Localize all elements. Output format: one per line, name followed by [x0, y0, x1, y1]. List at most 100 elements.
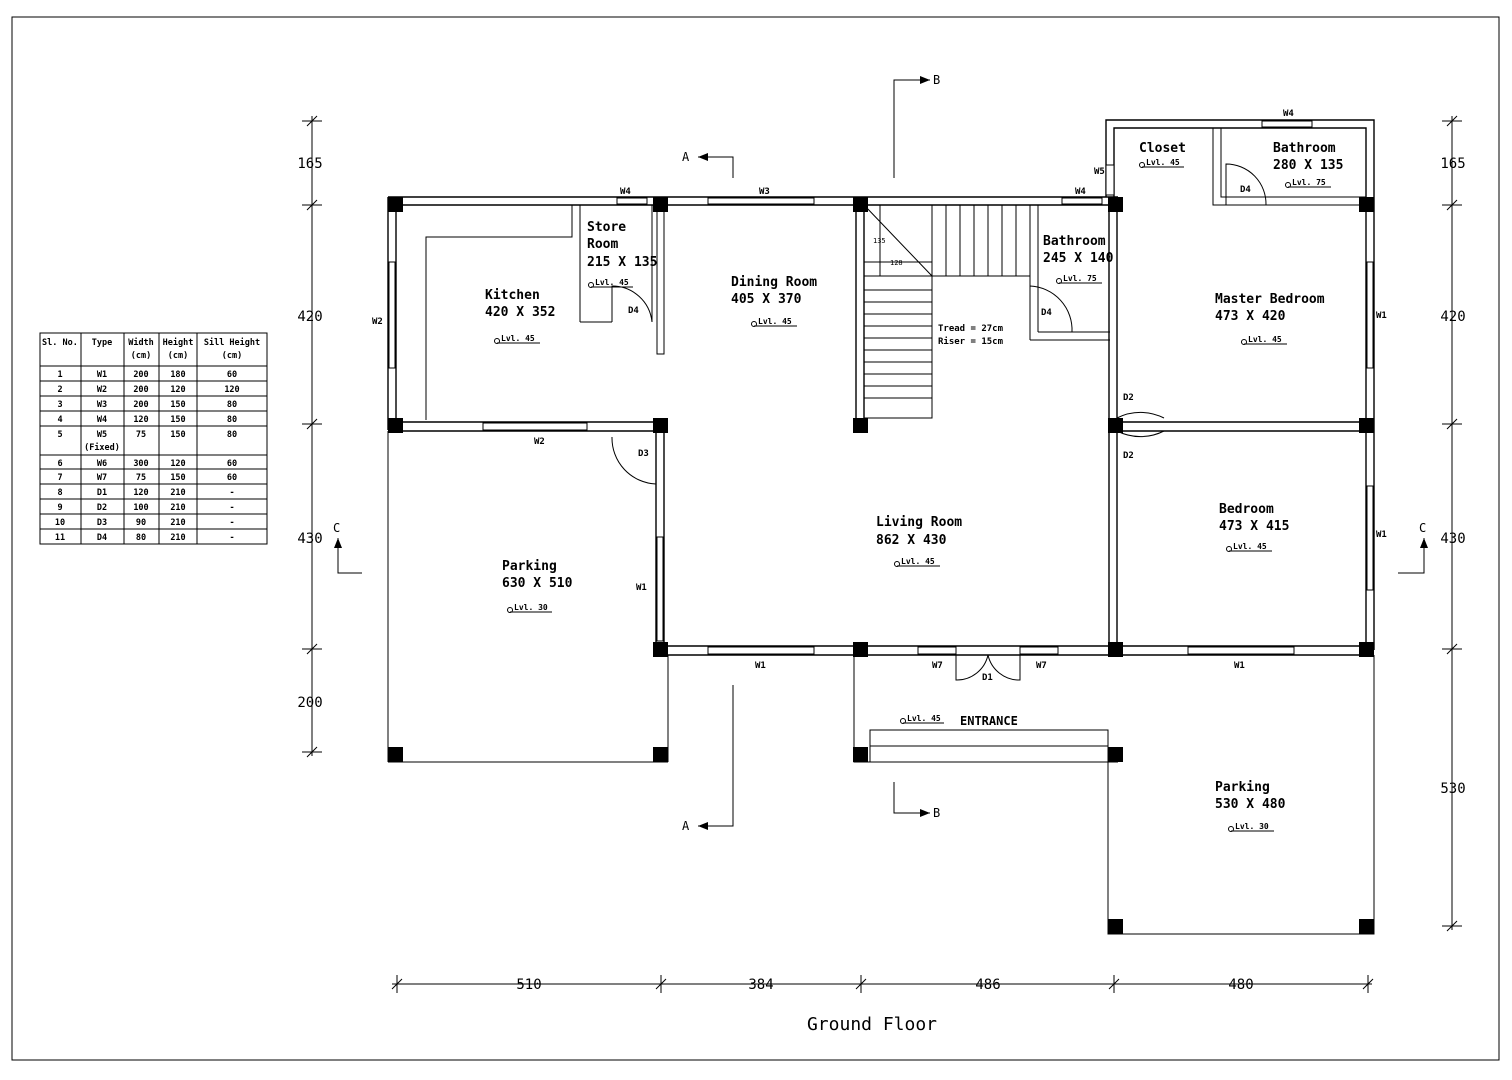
- tag-d3: D3: [638, 449, 649, 459]
- tag-w1-a: W1: [636, 583, 647, 593]
- opening-tags: W4 W3 W4 W5 W4 W2 W2 W1 W1 W1 W1 W1 W7 W…: [372, 109, 1387, 683]
- kitchen-level: Lvl. 45: [501, 334, 535, 343]
- sched-cell: 80: [136, 533, 146, 543]
- section-markers: A A B B C C: [333, 73, 1428, 833]
- sched-cell: -: [229, 488, 234, 498]
- tag-d4-b: D4: [1041, 308, 1052, 318]
- section-c-left: C: [333, 521, 340, 535]
- store-name-2: Room: [587, 237, 618, 252]
- sched-cell: 120: [170, 459, 185, 469]
- sched-cell: 6: [57, 459, 62, 469]
- sched-cell: 180: [170, 370, 185, 380]
- dim-left-4: 200: [297, 695, 322, 711]
- living-size: 862 X 430: [876, 533, 947, 548]
- master-level: Lvl. 45: [1248, 335, 1282, 344]
- kitchen-name: Kitchen: [485, 288, 540, 303]
- windows: [388, 120, 1374, 655]
- parking1-size: 630 X 510: [502, 576, 573, 591]
- dimension-bottom: 510 384 486 480: [391, 975, 1374, 993]
- dining-name: Dining Room: [731, 275, 817, 290]
- sched-cell: 150: [170, 430, 185, 440]
- tag-w1-c: W1: [1234, 661, 1245, 671]
- sched-cell: 150: [170, 400, 185, 410]
- sched-cell: 75: [136, 430, 146, 440]
- stair-dim-a: 135: [873, 237, 886, 245]
- sched-cell: -: [229, 533, 234, 543]
- sched-cell: W2: [97, 385, 107, 395]
- sched-cell: D2: [97, 503, 107, 513]
- tag-w1-e: W1: [1376, 530, 1387, 540]
- dim-left-3: 430: [297, 531, 322, 547]
- sched-cell: 200: [133, 385, 148, 395]
- section-a-bottom: A: [682, 819, 690, 833]
- sched-cell: 60: [227, 370, 237, 380]
- tag-d4-a: D4: [628, 306, 639, 316]
- sched-cell: 75: [136, 473, 146, 483]
- sched-cell: -: [229, 503, 234, 513]
- dim-right-3: 430: [1440, 531, 1465, 547]
- sched-cell: W4: [97, 415, 107, 425]
- tag-w4-b: W4: [1075, 187, 1086, 197]
- sched-cell: W6: [97, 459, 107, 469]
- living-level: Lvl. 45: [901, 557, 935, 566]
- sched-cell: 3: [57, 400, 62, 410]
- staircase: [863, 204, 1030, 419]
- room-labels: Kitchen 420 X 352 Lvl. 45 Store Room 215…: [485, 141, 1343, 832]
- dim-left-1: 165: [297, 156, 322, 172]
- columns: [388, 197, 1374, 934]
- bath1-level: Lvl. 75: [1063, 274, 1097, 283]
- bath1-size: 245 X 140: [1043, 251, 1114, 266]
- sched-cell: 7: [57, 473, 62, 483]
- dining-size: 405 X 370: [731, 292, 802, 307]
- sched-cell-note: (Fixed): [84, 442, 120, 453]
- stair-dim-b: 128: [890, 259, 903, 267]
- dimension-left: 165 420 430 200: [297, 115, 323, 758]
- tag-w7-a: W7: [932, 661, 943, 671]
- tag-w4-a: W4: [620, 187, 631, 197]
- sched-cell: 10: [55, 518, 65, 528]
- opening-schedule-table: Sl. No. Type Width (cm) Height (cm) Sill…: [39, 332, 268, 545]
- parking1-name: Parking: [502, 559, 557, 574]
- sched-cell: W7: [97, 473, 107, 483]
- parking1-level: Lvl. 30: [514, 603, 548, 612]
- tag-d2-a: D2: [1123, 393, 1134, 403]
- dim-right-4: 530: [1440, 781, 1465, 797]
- bedroom-name: Bedroom: [1219, 502, 1274, 517]
- closet-level: Lvl. 45: [1146, 158, 1180, 167]
- sched-cell: 9: [57, 503, 62, 513]
- dim-right-2: 420: [1440, 309, 1465, 325]
- kitchen-size: 420 X 352: [485, 305, 555, 320]
- sched-cell: 120: [170, 385, 185, 395]
- tag-w2-b: W2: [534, 437, 545, 447]
- sched-h-height-unit: (cm): [168, 351, 188, 361]
- bath2-level: Lvl. 75: [1292, 178, 1326, 187]
- dim-right-1: 165: [1440, 156, 1465, 172]
- sched-cell: W3: [97, 400, 107, 410]
- stair-tread: Tread = 27cm: [938, 324, 1004, 334]
- bedroom-size: 473 X 415: [1219, 519, 1289, 534]
- sched-cell: D4: [97, 533, 107, 543]
- sched-cell: 5: [57, 430, 62, 440]
- sched-cell: 100: [133, 503, 148, 513]
- store-name: Store: [587, 220, 626, 235]
- sched-cell: 80: [227, 415, 237, 425]
- sched-cell: -: [229, 518, 234, 528]
- sched-h-slno: Sl. No.: [42, 338, 78, 348]
- bath1-name: Bathroom: [1043, 234, 1106, 249]
- master-size: 473 X 420: [1215, 309, 1286, 324]
- sched-h-width: Width: [128, 337, 154, 348]
- sched-cell: 210: [170, 488, 185, 498]
- sched-cell: 210: [170, 533, 185, 543]
- sched-cell: 210: [170, 518, 185, 528]
- sched-h-type: Type: [92, 338, 112, 348]
- sched-cell: D3: [97, 518, 107, 528]
- sched-cell: 150: [170, 473, 185, 483]
- sched-cell: 200: [133, 370, 148, 380]
- drawing-title: Ground Floor: [807, 1014, 937, 1035]
- tag-w5: W5: [1094, 167, 1105, 177]
- sched-h-sill: Sill Height: [204, 337, 260, 348]
- section-b-bottom: B: [933, 806, 940, 820]
- sched-cell: 60: [227, 473, 237, 483]
- dimension-right: 165 420 430 530: [1440, 115, 1466, 932]
- parking2-name: Parking: [1215, 780, 1270, 795]
